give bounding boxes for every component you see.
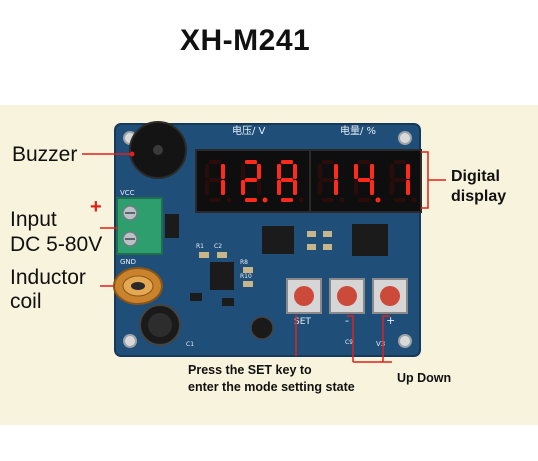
inductor-label-line1: Inductor	[10, 266, 86, 289]
segment-d-left-2	[281, 198, 293, 202]
buzzer-hole	[153, 145, 163, 155]
segment-e-right-2	[390, 180, 394, 195]
silk-minus: -	[345, 314, 349, 327]
header-background	[0, 0, 538, 105]
silk-gnd: GND	[120, 258, 136, 266]
silk-r10: R10	[240, 273, 252, 280]
segment-g-left-0	[209, 178, 221, 182]
mount-hole-tr	[398, 131, 412, 145]
input-plus-marker: +	[90, 196, 102, 218]
silk-set: SET	[294, 317, 311, 327]
display-left-digits	[205, 160, 304, 203]
ic-left	[262, 226, 294, 254]
terminal-block	[116, 197, 163, 255]
segment-b-right-1	[370, 164, 374, 179]
segment-d-left-1	[245, 198, 257, 202]
digital-label-line2: display	[451, 188, 507, 205]
decimal-point-left-0	[226, 197, 232, 203]
segment-f-right-2	[390, 164, 394, 179]
segment-d-right-0	[322, 198, 334, 202]
segment-a-right-1	[358, 160, 370, 164]
button-minus-cap	[337, 286, 357, 306]
segment-c-left-1	[257, 180, 261, 195]
segment-f-right-0	[318, 164, 322, 179]
segment-f-left-1	[241, 164, 245, 179]
silk-r1: R1	[196, 243, 204, 250]
segment-g-right-2	[394, 178, 406, 182]
segment-e-right-1	[354, 180, 358, 195]
segment-g-left-1	[245, 178, 257, 182]
segment-g-right-1	[358, 178, 370, 182]
segment-d-right-2	[394, 198, 406, 202]
segment-e-left-2	[277, 180, 281, 195]
segment-c-right-0	[334, 180, 338, 195]
button-set-body	[286, 278, 322, 314]
segment-f-right-1	[354, 164, 358, 179]
segment-d-right-1	[358, 198, 370, 202]
silk-vcc: VCC	[120, 189, 135, 197]
segment-b-left-1	[257, 164, 261, 179]
input-label-line2: DC 5-80V	[10, 233, 103, 256]
silk-c2: C2	[214, 243, 222, 250]
footer-background	[0, 425, 538, 461]
silk-v3: V3	[376, 340, 385, 348]
silk-r8: R8	[240, 259, 248, 266]
segment-f-left-2	[277, 164, 281, 179]
segment-b-right-0	[334, 164, 338, 179]
decimal-point-left-1	[262, 197, 268, 203]
decimal-point-right-0	[339, 197, 345, 203]
inductor-label-line2: coil	[10, 290, 42, 313]
mount-hole-br	[398, 334, 412, 348]
silk-c9: C9	[345, 339, 353, 346]
buzzer-label: Buzzer	[12, 143, 78, 166]
segment-a-left-0	[209, 160, 221, 164]
segment-f-left-0	[205, 164, 209, 179]
set-note-line2: enter the mode setting state	[188, 380, 355, 394]
segment-c-right-2	[406, 180, 410, 195]
segment-a-right-2	[394, 160, 406, 164]
mount-hole-bl	[123, 334, 137, 348]
segment-d-left-0	[209, 198, 221, 202]
display-right-digits	[318, 160, 417, 203]
silk-power: 电量/ %	[340, 124, 376, 137]
button-plus-cap	[380, 286, 400, 306]
segment-e-left-0	[205, 180, 209, 195]
segment-c-left-0	[221, 180, 225, 195]
segment-b-left-2	[293, 164, 297, 179]
input-label-line1: Input	[10, 208, 57, 231]
segment-g-right-0	[322, 178, 334, 182]
display-frame	[195, 149, 422, 213]
segment-a-right-0	[322, 160, 334, 164]
segment-c-left-2	[293, 180, 297, 195]
segment-c-right-1	[370, 180, 374, 195]
silk-c1: C1	[186, 341, 194, 348]
decimal-point-right-2	[411, 197, 417, 203]
segment-a-left-1	[245, 160, 257, 164]
button-set-cap	[294, 286, 314, 306]
digital-label-line1: Digital	[451, 168, 500, 185]
segment-e-left-1	[241, 180, 245, 195]
ic-small	[210, 262, 234, 290]
segment-g-left-2	[281, 178, 293, 182]
segment-b-left-0	[221, 164, 225, 179]
silk-voltage: 电压/ V	[232, 124, 266, 137]
segment-b-right-2	[406, 164, 410, 179]
page-title: XH-M241	[180, 24, 311, 57]
decimal-point-left-2	[298, 197, 304, 203]
silk-plus: +	[386, 314, 395, 327]
capacitor-small	[250, 316, 274, 340]
segment-a-left-2	[281, 160, 293, 164]
transistor	[165, 214, 179, 238]
annotation-lines	[82, 151, 446, 363]
ic-right	[352, 224, 388, 256]
decimal-point-right-1	[375, 197, 381, 203]
segment-e-right-0	[318, 180, 322, 195]
up-down-label: Up Down	[397, 371, 452, 385]
set-note-line1: Press the SET key to	[188, 363, 312, 377]
